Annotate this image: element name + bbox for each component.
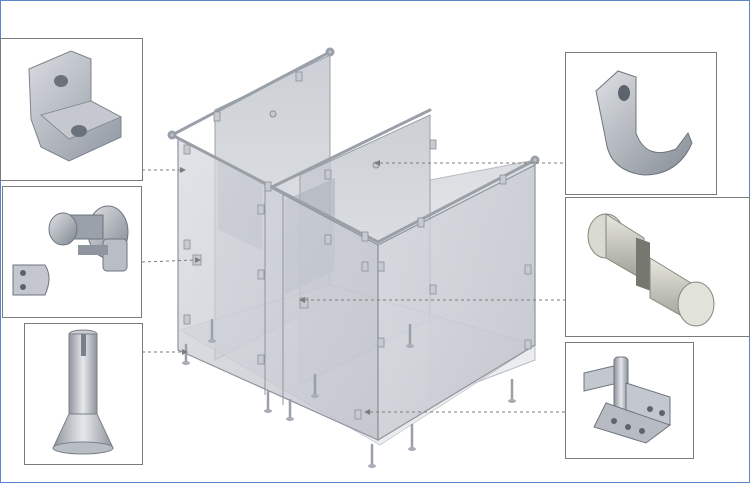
- callout-line-door-lock: [141, 259, 196, 263]
- door-hinge-icon: [583, 356, 672, 444]
- inset-adjustable-leg: [24, 323, 143, 465]
- inset-door-lock: [2, 186, 142, 318]
- callout-lines: [141, 162, 565, 413]
- inset-coat-hook: [565, 52, 717, 195]
- coat-hook-icon: [595, 70, 693, 176]
- panel-brackets: [183, 71, 532, 420]
- support-legs: [184, 318, 514, 467]
- callout-arrowheads: [180, 160, 380, 415]
- leg-feet: [182, 339, 516, 468]
- angle-bracket-icon: [28, 50, 122, 162]
- top-rails: [167, 47, 540, 244]
- door-knob-icon: [587, 213, 715, 327]
- door-lock-icon: [12, 205, 129, 296]
- adjustable-leg-icon: [52, 329, 114, 455]
- inset-door-hinge: [565, 342, 694, 459]
- inset-door-knob: [565, 197, 750, 337]
- inset-angle-bracket: [0, 38, 143, 181]
- front-panels: [177, 136, 536, 442]
